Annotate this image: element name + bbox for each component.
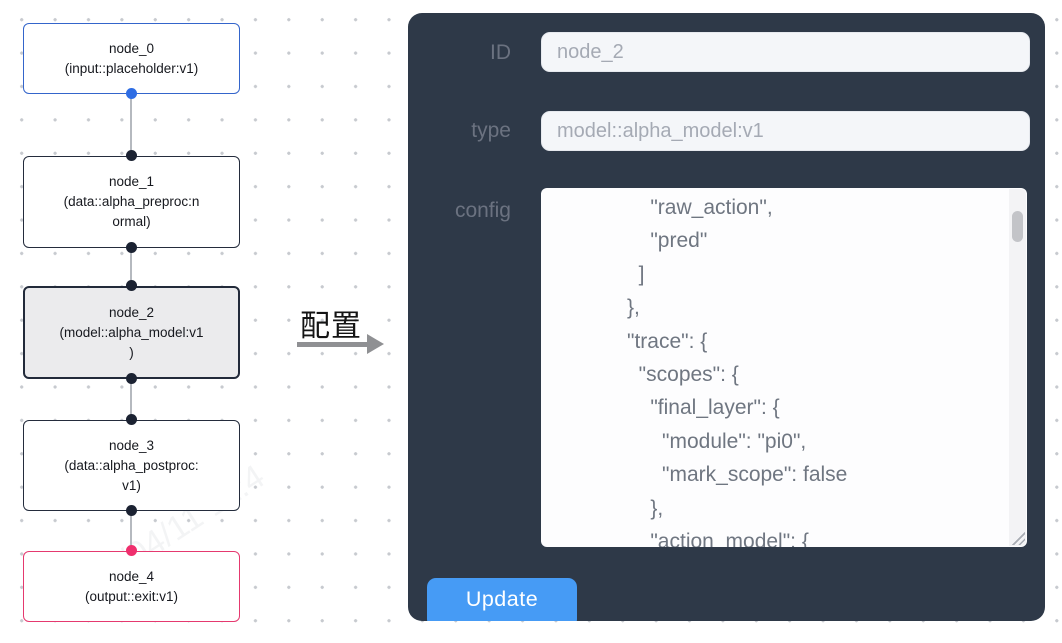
port-node3-out bbox=[126, 505, 137, 516]
update-button[interactable]: Update bbox=[427, 578, 577, 621]
edge-node3-node4 bbox=[130, 511, 132, 551]
type-field-label: type bbox=[471, 119, 511, 142]
id-input[interactable] bbox=[541, 32, 1030, 72]
configure-label: 配置 bbox=[300, 310, 362, 343]
flow-node-node_4[interactable]: node_4 (output::exit:v1) bbox=[23, 551, 240, 622]
flow-node-node_2-selected[interactable]: node_2 (model::alpha_model:v1 ) bbox=[23, 286, 240, 379]
scrollbar-track bbox=[1009, 189, 1026, 546]
edge-node0-node1 bbox=[130, 94, 132, 156]
id-field-label: ID bbox=[490, 41, 511, 64]
edge-node1-node2 bbox=[130, 248, 132, 286]
flow-node-node_0[interactable]: node_0 (input::placeholder:v1) bbox=[23, 23, 240, 94]
arrow-line bbox=[297, 342, 369, 347]
node-label: node_1 (data::alpha_preproc:n ormal) bbox=[63, 174, 200, 229]
port-node2-in bbox=[126, 280, 137, 291]
flow-node-node_1[interactable]: node_1 (data::alpha_preproc:n ormal) bbox=[23, 156, 240, 248]
port-node0-out bbox=[126, 88, 137, 99]
node-config-panel: ID type config "raw_action", "pred" ] },… bbox=[408, 13, 1045, 621]
config-field-label: config bbox=[454, 199, 511, 222]
type-input[interactable] bbox=[541, 111, 1030, 151]
edge-node2-node3 bbox=[130, 379, 132, 420]
config-json-text: "raw_action", "pred" ] }, "trace": { "sc… bbox=[627, 196, 848, 547]
flow-node-node_3[interactable]: node_3 (data::alpha_postproc: v1) bbox=[23, 420, 240, 511]
port-node1-in bbox=[126, 150, 137, 161]
port-node4-in bbox=[126, 545, 137, 556]
port-node2-out bbox=[126, 373, 137, 384]
scrollbar-thumb[interactable] bbox=[1012, 211, 1023, 242]
node-label: node_4 (output::exit:v1) bbox=[84, 568, 179, 604]
node-label: node_3 (data::alpha_postproc: v1) bbox=[64, 437, 199, 493]
port-node3-in bbox=[126, 414, 137, 425]
arrow-head-icon bbox=[367, 334, 384, 354]
node-label: node_2 (model::alpha_model:v1 ) bbox=[59, 304, 204, 360]
node-label: node_0 (input::placeholder:v1) bbox=[64, 40, 199, 76]
config-textarea[interactable]: "raw_action", "pred" ] }, "trace": { "sc… bbox=[541, 188, 1027, 547]
port-node1-out bbox=[126, 242, 137, 253]
